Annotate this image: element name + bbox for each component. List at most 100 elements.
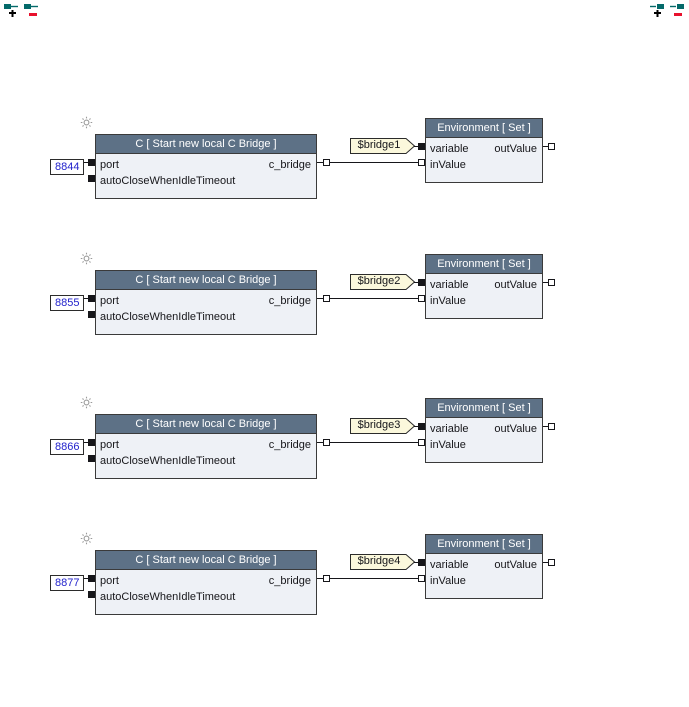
port-label-out-value: outValue — [494, 143, 537, 155]
port-row-in-value: inValue — [426, 437, 542, 453]
port-label-variable: variable — [430, 423, 469, 435]
out-value-stub — [543, 562, 548, 563]
wire-c-bridge-to-in-value[interactable] — [330, 298, 418, 299]
node-group-1: C [ Start new local C Bridge ] port c_brid… — [0, 72, 689, 199]
port-value-input[interactable]: 8877 — [50, 575, 84, 591]
gear-icon[interactable] — [80, 532, 93, 545]
port-in-auto-close-timeout[interactable] — [88, 311, 95, 318]
port-in-in-value[interactable] — [418, 439, 425, 446]
port-out-c-bridge[interactable] — [323, 295, 330, 302]
environment-set-node-title: Environment [ Set ] — [426, 255, 542, 274]
port-in-in-value[interactable] — [418, 159, 425, 166]
port-label-port: port — [100, 439, 119, 451]
port-label-out-value: outValue — [494, 279, 537, 291]
port-label-port: port — [100, 159, 119, 171]
c-bridge-output-stub — [317, 298, 323, 299]
port-out-out-value[interactable] — [548, 423, 555, 430]
port-row-in-value: inValue — [426, 573, 542, 589]
port-out-c-bridge[interactable] — [323, 575, 330, 582]
c-bridge-node-title: C [ Start new local C Bridge ] — [96, 135, 316, 154]
gear-icon[interactable] — [80, 252, 93, 265]
port-in-variable[interactable] — [418, 423, 425, 430]
port-in-port[interactable] — [88, 159, 95, 166]
port-label-port: port — [100, 295, 119, 307]
toolbar — [0, 0, 689, 24]
port-value-input[interactable]: 8866 — [50, 439, 84, 455]
port-row-variable: variable outValue — [426, 141, 542, 157]
port-out-c-bridge[interactable] — [323, 439, 330, 446]
port-out-out-value[interactable] — [548, 559, 555, 566]
variable-tag[interactable]: $bridge3 — [350, 418, 416, 434]
variable-tag[interactable]: $bridge4 — [350, 554, 416, 570]
port-label-port: port — [100, 575, 119, 587]
port-out-c-bridge[interactable] — [323, 159, 330, 166]
port-label-auto-close-timeout: autoCloseWhenIdleTimeout — [100, 455, 236, 467]
port-in-in-value[interactable] — [418, 575, 425, 582]
port-in-port[interactable] — [88, 439, 95, 446]
port-in-auto-close-timeout[interactable] — [88, 175, 95, 182]
variable-tag-stub — [414, 146, 419, 147]
port-row-timeout: autoCloseWhenIdleTimeout — [96, 173, 316, 189]
add-output-port-icon[interactable] — [648, 2, 665, 22]
c-bridge-output-stub — [317, 442, 323, 443]
port-label-auto-close-timeout: autoCloseWhenIdleTimeout — [100, 591, 236, 603]
port-in-auto-close-timeout[interactable] — [88, 455, 95, 462]
port-out-out-value[interactable] — [548, 279, 555, 286]
wire-c-bridge-to-in-value[interactable] — [330, 578, 418, 579]
gear-icon[interactable] — [80, 396, 93, 409]
port-label-c-bridge: c_bridge — [268, 159, 311, 171]
c-bridge-output-stub — [317, 162, 323, 163]
remove-output-port-icon[interactable] — [668, 2, 685, 22]
port-in-variable[interactable] — [418, 143, 425, 150]
port-label-c-bridge: c_bridge — [268, 575, 311, 587]
port-value-input[interactable]: 8855 — [50, 295, 84, 311]
variable-tag-stub — [414, 282, 419, 283]
environment-set-node-title: Environment [ Set ] — [426, 399, 542, 418]
port-in-in-value[interactable] — [418, 295, 425, 302]
environment-set-node-title: Environment [ Set ] — [426, 119, 542, 138]
add-port-icon[interactable] — [3, 2, 20, 22]
wire-c-bridge-to-in-value[interactable] — [330, 162, 418, 163]
out-value-stub — [543, 426, 548, 427]
port-value-input[interactable]: 8844 — [50, 159, 84, 175]
variable-tag-stub — [414, 426, 419, 427]
port-in-port[interactable] — [88, 295, 95, 302]
gear-icon[interactable] — [80, 116, 93, 129]
out-value-stub — [543, 282, 548, 283]
port-in-port[interactable] — [88, 575, 95, 582]
wire-c-bridge-to-in-value[interactable] — [330, 442, 418, 443]
port-label-in-value: inValue — [430, 439, 466, 451]
remove-port-icon[interactable] — [23, 2, 40, 22]
c-bridge-node-body: port c_bridge autoCloseWhenIdleTimeout — [96, 154, 316, 189]
port-in-variable[interactable] — [418, 559, 425, 566]
port-in-variable[interactable] — [418, 279, 425, 286]
port-row-timeout: autoCloseWhenIdleTimeout — [96, 589, 316, 605]
port-value-stub — [84, 442, 88, 443]
c-bridge-node[interactable]: C [ Start new local C Bridge ] port c_brid… — [95, 134, 317, 199]
port-label-variable: variable — [430, 143, 469, 155]
port-out-out-value[interactable] — [548, 143, 555, 150]
variable-tag-label: $bridge1 — [357, 139, 401, 151]
variable-tag[interactable]: $bridge1 — [350, 138, 416, 154]
variable-tag[interactable]: $bridge2 — [350, 274, 416, 290]
port-in-auto-close-timeout[interactable] — [88, 591, 95, 598]
